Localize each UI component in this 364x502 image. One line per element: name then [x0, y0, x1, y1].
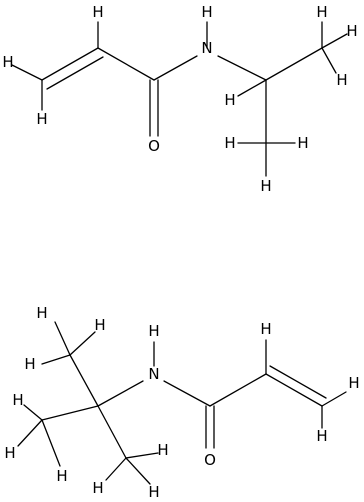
atom-label: H — [348, 374, 359, 392]
bond — [41, 47, 99, 81]
atom-label: H — [94, 316, 105, 334]
atom-label: N — [201, 39, 212, 57]
atom-label: H — [336, 71, 347, 89]
bond — [11, 64, 43, 81]
bond — [97, 405, 127, 459]
bond — [217, 55, 267, 81]
bond — [17, 419, 43, 447]
atom-label: N — [148, 365, 159, 383]
atom-label: H — [12, 391, 23, 409]
bond — [265, 47, 323, 81]
atom-label: H — [201, 3, 212, 21]
bond — [46, 56, 104, 90]
molecule-bottom: H H H H H N H H H H H O H H H — [4, 304, 359, 501]
atom-label: H — [297, 134, 308, 152]
atom-label: H — [36, 304, 47, 322]
bond — [237, 79, 267, 97]
atom-label: O — [148, 137, 160, 155]
bond — [209, 373, 267, 407]
bond — [125, 452, 159, 459]
atom-label: H — [260, 320, 271, 338]
bond — [265, 373, 323, 407]
bond — [69, 354, 99, 407]
atom-label: H — [346, 22, 357, 40]
atom-label: H — [56, 467, 67, 485]
atom-label: H — [224, 134, 235, 152]
atom-label: H — [92, 479, 103, 497]
atom-label: H — [148, 322, 159, 340]
atom-label: H — [148, 483, 159, 501]
bond — [153, 55, 198, 81]
bond — [321, 391, 347, 407]
molecule-top: H H H H N H H H H O H H H — [2, 3, 357, 195]
bond — [54, 321, 71, 356]
bond — [321, 47, 337, 74]
atom-label: H — [260, 177, 271, 195]
atom-label: H — [24, 355, 35, 373]
bond — [97, 47, 155, 81]
bond — [41, 354, 71, 365]
atom-label: H — [4, 444, 15, 462]
bond — [69, 331, 96, 356]
bond — [41, 405, 99, 421]
atom-label: O — [204, 451, 216, 469]
bond — [269, 365, 327, 399]
atom-label: H — [36, 110, 47, 128]
bond — [125, 457, 151, 485]
atom-label: H — [157, 441, 168, 459]
atom-label: H — [316, 3, 327, 21]
bond — [105, 457, 127, 481]
atom-label: H — [316, 427, 327, 445]
bond — [163, 380, 211, 407]
bond — [23, 404, 43, 421]
bond — [97, 380, 144, 407]
atom-label: H — [2, 53, 13, 71]
bond — [41, 419, 61, 467]
bond — [321, 33, 348, 49]
atom-label: H — [92, 3, 103, 21]
atom-label: H — [224, 91, 235, 109]
